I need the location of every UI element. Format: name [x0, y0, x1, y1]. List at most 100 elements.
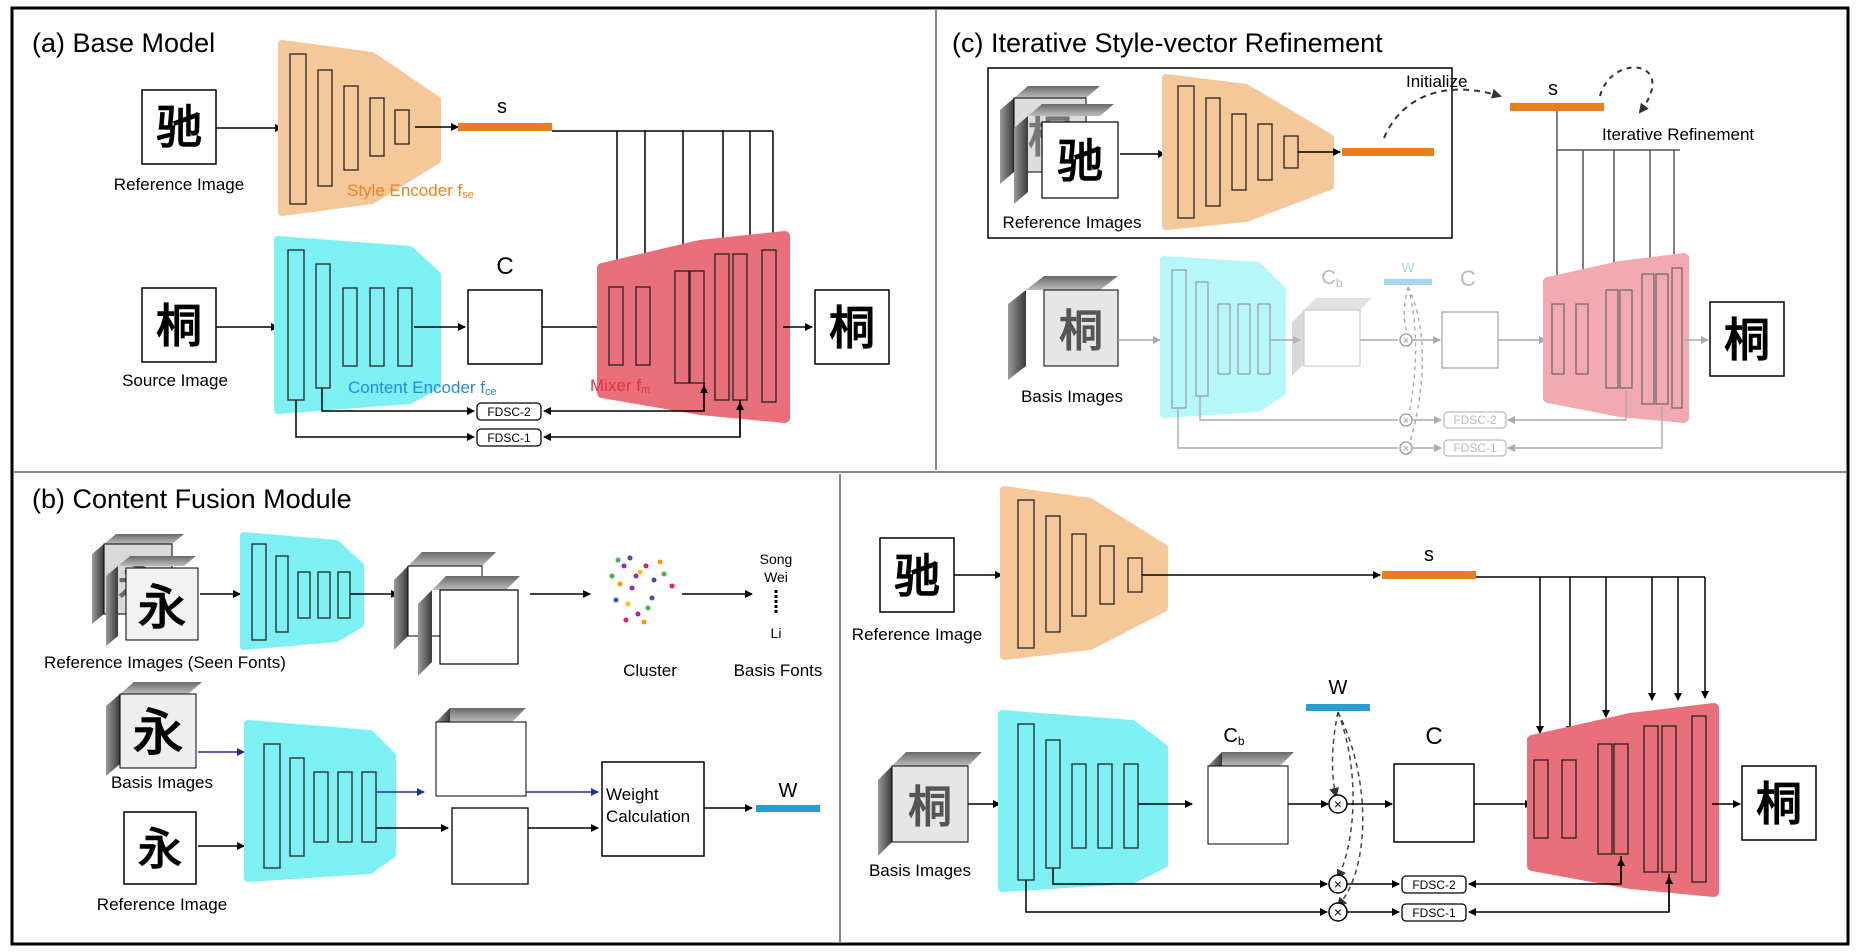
style-encoder-c-layers	[1177, 85, 1299, 219]
reference-images-label-c: Reference Images	[1003, 213, 1142, 232]
c-label-c: C	[1460, 266, 1476, 291]
svg-text:永: 永	[133, 703, 183, 762]
c-box-full	[1393, 763, 1475, 843]
mixer-full-layers	[1533, 715, 1707, 883]
fdsc-lines-full	[1025, 856, 1673, 916]
style-vector-s-full	[1382, 571, 1476, 579]
panel-full-model: 驰 Reference Image s 桐	[852, 486, 1817, 922]
reference-images-seen-stack: 永 永	[92, 534, 199, 646]
w-dashed-c	[1403, 286, 1423, 449]
panel-a-title: (a) Base Model	[32, 28, 215, 58]
content-encoder-b1	[240, 532, 364, 650]
cb-label-c: Cb	[1321, 267, 1342, 290]
glyph-yong-ref: 永	[138, 824, 182, 875]
s-to-mixer-full-arrows	[1536, 577, 1709, 734]
font-wei: Wei	[764, 569, 788, 585]
w-vector-c	[1384, 279, 1432, 285]
basis-images-cube-c: 桐	[1008, 276, 1119, 380]
c-label: C	[496, 253, 513, 280]
basis-images-label-full: Basis Images	[869, 861, 971, 880]
content-encoder-c	[1160, 256, 1286, 418]
weight-calculation-box	[601, 761, 705, 857]
mixer-label: Mixer fm	[590, 376, 650, 396]
mixer-c	[1543, 253, 1689, 423]
fdsc-1-label-c: FDSC-1	[1453, 441, 1497, 455]
multiply-glyph-c-3: ×	[1403, 443, 1409, 455]
reference-image-box-full	[879, 537, 955, 613]
w-label-full: W	[1329, 677, 1348, 699]
cb-label-full: Cb	[1223, 725, 1244, 748]
w-vector-full	[1306, 704, 1370, 711]
basis-images-label-c: Basis Images	[1021, 387, 1123, 406]
fdsc-2-box-a	[476, 402, 542, 421]
fdsc-2-box-c	[1443, 411, 1507, 429]
panel-a: 驰 Reference Image Style Encoder fse s 桐	[114, 40, 890, 447]
output-image-box-c	[1709, 301, 1785, 377]
multiply-glyph-c-1: ×	[1403, 335, 1409, 347]
panel-c-title: (c) Iterative Style-vector Refinement	[952, 28, 1383, 58]
content-encoder-layers	[287, 249, 413, 401]
glyph-chi-full: 驰	[894, 549, 940, 603]
w-label-b: W	[779, 780, 798, 802]
fdsc-1-box-full	[1401, 903, 1467, 922]
ref-feature-box-b	[451, 807, 529, 885]
content-encoder-b1-layers	[251, 543, 351, 641]
output-image-box-full	[1741, 765, 1817, 841]
glyph-tong-output-full: 桐	[1756, 777, 1802, 831]
style-encoder-full-layers	[1017, 499, 1143, 649]
content-encoder-full	[998, 710, 1168, 892]
multiply-glyph-full-2: ×	[1334, 876, 1342, 892]
initialize-arrow	[1383, 88, 1502, 139]
glyph-chi: 驰	[156, 100, 202, 154]
font-li: Li	[771, 625, 782, 641]
reference-image-box-b	[123, 811, 197, 885]
source-image-label: Source Image	[122, 371, 228, 390]
cb-stack-c	[1292, 298, 1372, 376]
source-image-box	[141, 287, 217, 363]
feature-stack-b	[394, 552, 520, 676]
style-encoder	[278, 40, 441, 216]
panel-b: 永 永 Reference Images (Seen Fonts)	[44, 532, 822, 914]
fdsc-lines-a	[295, 383, 744, 441]
content-encoder-c-layers	[1171, 269, 1271, 409]
output-image-box-a	[814, 289, 890, 365]
s-label-full: s	[1424, 544, 1434, 566]
reference-image-box	[141, 89, 217, 165]
reference-images-seen-label: Reference Images (Seen Fonts)	[44, 653, 286, 672]
multiply-glyph-full-3: ×	[1334, 904, 1342, 920]
basis-images-cube-full: 桐	[878, 752, 982, 856]
s-label-c: s	[1548, 78, 1558, 100]
svg-text:桐: 桐	[908, 782, 952, 833]
basis-feature-cube-b	[435, 708, 527, 797]
s-label: s	[497, 96, 507, 118]
fdsc-2-label-a: FDSC-2	[487, 405, 531, 419]
fdsc-1-label-a: FDSC-1	[487, 431, 531, 445]
content-c-box	[467, 289, 543, 365]
panel-b-title: (b) Content Fusion Module	[32, 484, 352, 514]
style-vector-s-refined	[1510, 103, 1604, 111]
basis-images-label-b: Basis Images	[111, 773, 213, 792]
reference-image-label-full: Reference Image	[852, 625, 982, 644]
cluster-label: Cluster	[623, 661, 677, 680]
multiply-glyph-full-1: ×	[1334, 796, 1342, 812]
w-label-c: W	[1401, 259, 1415, 275]
fdsc-2-box-full	[1401, 875, 1467, 894]
cluster-scatter	[609, 555, 675, 625]
c-box-c	[1441, 311, 1499, 369]
mixer	[597, 231, 790, 423]
weight-calc-line1: Weight	[606, 785, 659, 804]
style-encoder-label: Style Encoder fse	[347, 181, 474, 201]
svg-text:驰: 驰	[1057, 134, 1103, 188]
content-encoder-label: Content Encoder fce	[348, 378, 497, 398]
fdsc-2-label-full: FDSC-2	[1412, 878, 1456, 892]
w-vector-b	[756, 805, 820, 812]
style-encoder-c	[1162, 74, 1334, 230]
panel-c-inner-box	[987, 67, 1453, 239]
glyph-tong-output: 桐	[829, 301, 875, 355]
style-encoder-full	[1000, 486, 1168, 660]
c-label-full: C	[1425, 723, 1442, 750]
fdsc-lines-c	[1177, 390, 1663, 452]
initialize-label: Initialize	[1406, 72, 1467, 91]
style-vector-s-init	[1342, 148, 1434, 156]
